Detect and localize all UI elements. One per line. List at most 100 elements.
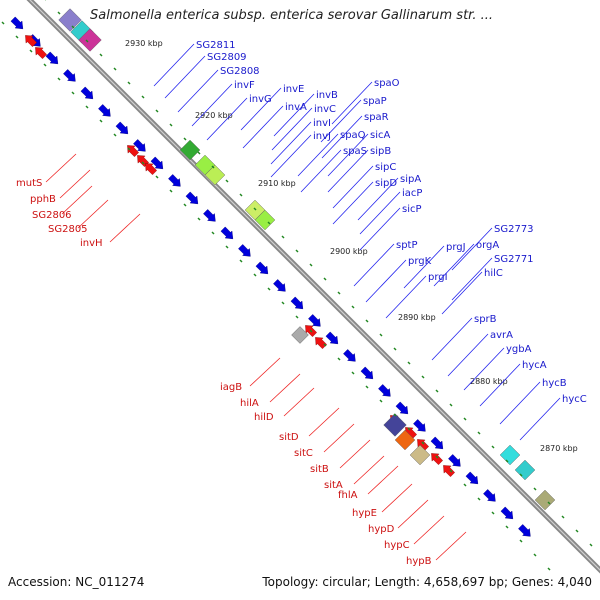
forward-gene-arrow[interactable] bbox=[185, 191, 199, 205]
forward-gene-arrow[interactable] bbox=[220, 226, 234, 240]
forward-gene-label[interactable]: prgK bbox=[408, 256, 432, 267]
forward-gene-label[interactable]: iacP bbox=[402, 188, 422, 199]
forward-gene-label[interactable]: invG bbox=[249, 94, 272, 105]
forward-gene-arrow[interactable] bbox=[290, 296, 304, 310]
forward-gene-arrow[interactable] bbox=[465, 471, 479, 485]
reverse-gene-arrow[interactable] bbox=[145, 163, 157, 175]
forward-gene-label[interactable]: hycB bbox=[542, 378, 567, 389]
forward-gene-label[interactable]: spaP bbox=[363, 96, 387, 107]
reverse-gene-label[interactable]: SG2805 bbox=[48, 224, 88, 235]
forward-gene-arrow[interactable] bbox=[203, 209, 216, 222]
forward-gene-arrow[interactable] bbox=[448, 454, 461, 467]
reverse-gene-arrow[interactable] bbox=[35, 47, 47, 59]
minor-tick bbox=[351, 305, 355, 309]
reverse-gene-arrow[interactable] bbox=[431, 453, 443, 465]
forward-gene-label[interactable]: hycA bbox=[522, 360, 547, 371]
forward-gene-label[interactable]: orgA bbox=[476, 240, 499, 251]
minor-tick bbox=[169, 123, 173, 127]
forward-gene-label[interactable]: ygbA bbox=[506, 344, 532, 355]
forward-gene-label[interactable]: SG2809 bbox=[207, 52, 247, 63]
forward-gene-arrow[interactable] bbox=[518, 524, 531, 537]
reverse-gene-label[interactable]: sitA bbox=[324, 480, 343, 491]
forward-gene-arrow[interactable] bbox=[133, 139, 146, 152]
forward-gene-label[interactable]: prgI bbox=[428, 272, 448, 283]
forward-gene-arrow[interactable] bbox=[500, 506, 514, 520]
reverse-gene-label[interactable]: hypE bbox=[352, 508, 377, 519]
reverse-gene-label[interactable]: hilD bbox=[254, 412, 274, 423]
reverse-gene-arrow[interactable] bbox=[25, 35, 37, 47]
minor-tick bbox=[57, 77, 61, 81]
reverse-gene-label[interactable]: pphB bbox=[30, 194, 56, 205]
forward-gene-label[interactable]: hilC bbox=[484, 268, 503, 279]
forward-gene-arrow[interactable] bbox=[63, 69, 76, 82]
forward-gene-label[interactable]: SG2811 bbox=[196, 40, 236, 51]
forward-gene-arrow[interactable] bbox=[10, 16, 24, 30]
reverse-gene-arrow[interactable] bbox=[127, 145, 139, 157]
reverse-gene-label[interactable]: hypC bbox=[384, 540, 410, 551]
scale-tick-label: 2900 kbp bbox=[330, 247, 368, 256]
forward-gene-label[interactable]: sptP bbox=[396, 240, 418, 251]
forward-gene-arrow[interactable] bbox=[238, 244, 251, 257]
forward-gene-arrow[interactable] bbox=[325, 331, 339, 345]
forward-gene-label[interactable]: SG2771 bbox=[494, 254, 534, 265]
forward-gene-arrow[interactable] bbox=[115, 121, 129, 135]
forward-gene-arrow[interactable] bbox=[343, 349, 356, 362]
forward-gene-arrow[interactable] bbox=[255, 261, 269, 275]
forward-gene-arrow[interactable] bbox=[378, 384, 391, 397]
minor-tick bbox=[57, 11, 61, 15]
gene-category-box bbox=[514, 459, 536, 481]
forward-gene-label[interactable]: prgJ bbox=[446, 242, 466, 253]
reverse-gene-label[interactable]: invH bbox=[80, 238, 103, 249]
forward-gene-label[interactable]: sicA bbox=[370, 130, 390, 141]
reverse-gene-label[interactable]: fhlA bbox=[338, 490, 358, 501]
forward-gene-label[interactable]: invE bbox=[283, 84, 304, 95]
reverse-gene-arrow[interactable] bbox=[315, 337, 327, 349]
forward-gene-arrow[interactable] bbox=[273, 279, 286, 292]
forward-gene-label[interactable]: SG2808 bbox=[220, 66, 260, 77]
forward-gene-arrow[interactable] bbox=[168, 174, 181, 187]
forward-gene-label[interactable]: sicP bbox=[402, 204, 422, 215]
forward-gene-label[interactable]: invB bbox=[316, 90, 338, 101]
forward-gene-arrow[interactable] bbox=[413, 419, 426, 432]
forward-gene-label[interactable]: invC bbox=[314, 104, 336, 115]
forward-gene-label[interactable]: sipC bbox=[375, 162, 396, 173]
forward-gene-label[interactable]: SG2773 bbox=[494, 224, 534, 235]
forward-gene-label[interactable]: spaO bbox=[374, 78, 400, 89]
forward-gene-label[interactable]: sipD bbox=[375, 178, 397, 189]
forward-gene-arrow[interactable] bbox=[98, 104, 111, 117]
forward-gene-arrow[interactable] bbox=[150, 156, 164, 170]
forward-gene-arrow[interactable] bbox=[308, 314, 321, 327]
forward-gene-arrow[interactable] bbox=[395, 401, 409, 415]
reverse-gene-label[interactable]: SG2806 bbox=[32, 210, 72, 221]
reverse-gene-label[interactable]: iagB bbox=[220, 382, 242, 393]
reverse-gene-arrow[interactable] bbox=[443, 465, 455, 477]
forward-gene-label[interactable]: spaS bbox=[343, 146, 367, 157]
forward-gene-arrow[interactable] bbox=[80, 86, 94, 100]
forward-gene-label[interactable]: sipA bbox=[400, 174, 421, 185]
forward-gene-label[interactable]: invF bbox=[234, 80, 255, 91]
reverse-gene-label[interactable]: sitC bbox=[294, 448, 313, 459]
forward-gene-arrow[interactable] bbox=[430, 436, 444, 450]
forward-gene-label[interactable]: invJ bbox=[313, 131, 331, 142]
reverse-gene-label[interactable]: hypD bbox=[368, 524, 395, 535]
forward-gene-arrow[interactable] bbox=[360, 366, 374, 380]
reverse-gene-label[interactable]: hypB bbox=[406, 556, 432, 567]
forward-gene-arrow[interactable] bbox=[483, 489, 496, 502]
forward-gene-label[interactable]: hycC bbox=[562, 394, 587, 405]
forward-gene-label[interactable]: sipB bbox=[370, 146, 391, 157]
forward-gene-label[interactable]: avrA bbox=[490, 330, 513, 341]
minor-tick bbox=[421, 441, 425, 445]
forward-gene-label[interactable]: sprB bbox=[474, 314, 497, 325]
forward-gene-label[interactable]: spaQ bbox=[340, 130, 366, 141]
reverse-gene-label[interactable]: hilA bbox=[240, 398, 259, 409]
reverse-gene-label[interactable]: mutS bbox=[16, 178, 42, 189]
minor-tick bbox=[85, 105, 89, 109]
reverse-gene-label[interactable]: sitD bbox=[279, 432, 299, 443]
reverse-gene-label[interactable]: sitB bbox=[310, 464, 329, 475]
forward-gene-label[interactable]: spaR bbox=[364, 112, 389, 123]
minor-tick bbox=[533, 553, 537, 557]
forward-gene-arrow[interactable] bbox=[45, 51, 59, 65]
forward-gene-label[interactable]: invA bbox=[285, 102, 307, 113]
minor-tick bbox=[183, 203, 187, 207]
forward-gene-label[interactable]: invI bbox=[313, 118, 331, 129]
